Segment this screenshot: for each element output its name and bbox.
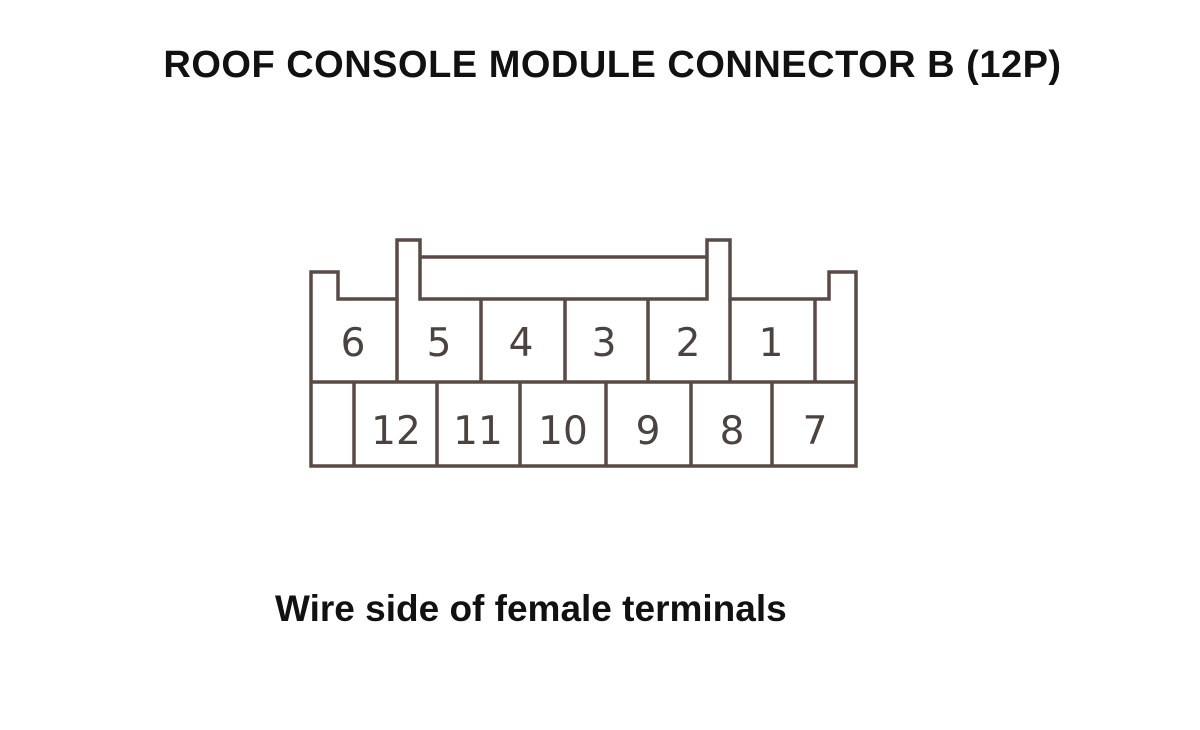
- bottom-row-dividers: [352, 382, 774, 466]
- bottom-row-pins: 12 11 10 9 8 7: [371, 409, 827, 454]
- pin-3: 3: [592, 321, 617, 366]
- pin-6: 6: [341, 321, 366, 366]
- pin-10: 10: [538, 409, 588, 454]
- pin-7: 7: [803, 409, 828, 454]
- pin-5: 5: [427, 321, 452, 366]
- top-row-pins: 6 5 4 3 2 1: [341, 321, 784, 366]
- pin-1: 1: [759, 321, 784, 366]
- diagram-title: ROOF CONSOLE MODULE CONNECTOR B (12P): [163, 44, 1062, 86]
- connector-housing-outline: [309, 238, 858, 468]
- pin-8: 8: [720, 409, 745, 454]
- pin-2: 2: [676, 321, 701, 366]
- pin-12: 12: [371, 409, 421, 454]
- diagram-caption: Wire side of female terminals: [275, 588, 787, 629]
- top-row-dividers: [395, 299, 817, 382]
- pin-4: 4: [509, 321, 534, 366]
- pin-9: 9: [636, 409, 661, 454]
- pin-11: 11: [453, 409, 503, 454]
